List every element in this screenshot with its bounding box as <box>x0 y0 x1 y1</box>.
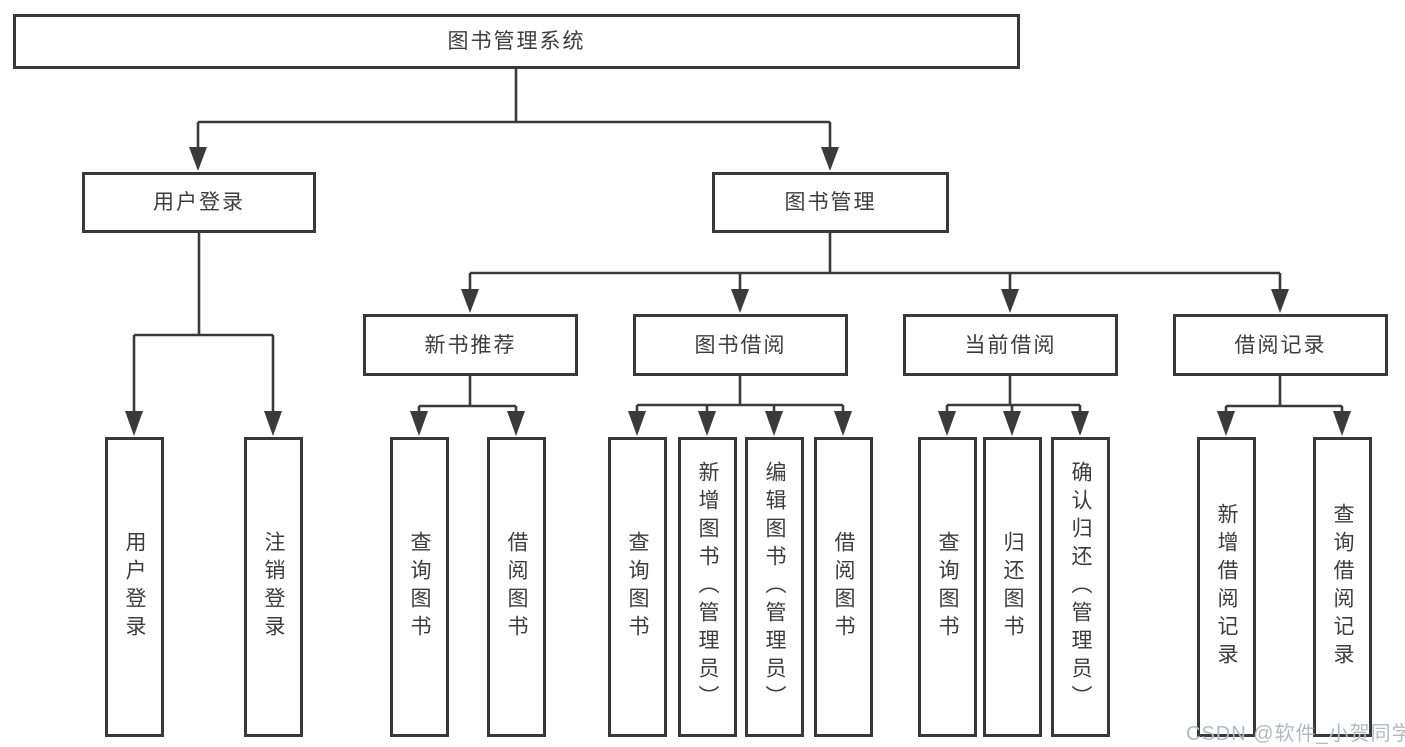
leaf-label: 查询图书 <box>408 531 431 643</box>
node-new-book: 新书推荐 <box>363 314 578 376</box>
leaf-label: 确认归还（管理员） <box>1069 461 1092 713</box>
leaf-label: 归还图书 <box>1001 531 1024 643</box>
arrowhead <box>1271 289 1289 313</box>
node-book-borrow: 图书借阅 <box>633 314 848 376</box>
node-user-login: 用户登录 <box>82 172 316 233</box>
leaf-query-book-2: 查询图书 <box>608 437 667 737</box>
edges-current-borrow <box>938 376 1089 436</box>
arrowhead <box>834 411 852 436</box>
node-root: 图书管理系统 <box>13 14 1020 69</box>
leaf-label: 借阅图书 <box>505 531 528 643</box>
leaf-label: 注销登录 <box>262 531 285 643</box>
leaf-return-book: 归还图书 <box>983 437 1042 737</box>
edges-book-mgmt <box>461 233 1289 313</box>
arrowhead <box>698 411 716 436</box>
arrowhead <box>125 411 143 436</box>
arrowhead <box>1333 411 1351 436</box>
arrowhead <box>410 411 428 436</box>
arrowhead <box>938 411 956 436</box>
leaf-edit-book-admin: 编辑图书（管理员） <box>745 437 804 737</box>
arrowhead <box>264 411 282 436</box>
node-borrow-records-label: 借阅记录 <box>1234 333 1327 357</box>
leaf-borrow-book-1: 借阅图书 <box>487 437 546 737</box>
leaf-label: 用户登录 <box>123 531 146 643</box>
arrowhead <box>461 289 479 313</box>
edges-borrow-records <box>1217 376 1351 436</box>
node-borrow-records: 借阅记录 <box>1173 314 1388 376</box>
node-user-login-label: 用户登录 <box>153 191 245 214</box>
edges-user-login <box>125 233 282 436</box>
leaf-query-book-1: 查询图书 <box>390 437 449 737</box>
leaf-add-borrow-record: 新增借阅记录 <box>1197 437 1256 737</box>
node-book-borrow-label: 图书借阅 <box>694 333 787 357</box>
arrowhead <box>821 147 839 171</box>
watermark: CSDN @软件_小贺同学 <box>1186 723 1405 745</box>
node-book-mgmt: 图书管理 <box>712 172 949 233</box>
arrowhead <box>189 147 207 171</box>
leaf-query-borrow-record: 查询借阅记录 <box>1313 437 1372 737</box>
leaf-label: 查询图书 <box>936 531 959 643</box>
edges-new-book <box>410 376 525 436</box>
arrowhead <box>731 289 749 313</box>
arrowhead <box>765 411 783 436</box>
leaf-label: 新增图书（管理员） <box>696 461 719 713</box>
arrowhead <box>1001 289 1019 313</box>
arrowhead <box>1217 411 1235 436</box>
node-book-mgmt-label: 图书管理 <box>784 191 877 214</box>
leaf-user-login: 用户登录 <box>105 437 164 737</box>
leaf-confirm-return-admin: 确认归还（管理员） <box>1051 437 1110 737</box>
node-current-borrow-label: 当前借阅 <box>964 333 1057 357</box>
edges-book-borrow <box>628 376 852 436</box>
leaf-label: 新增借阅记录 <box>1215 503 1238 671</box>
leaf-label: 查询借阅记录 <box>1331 503 1354 671</box>
node-new-book-label: 新书推荐 <box>424 333 517 357</box>
arrowhead <box>628 411 646 436</box>
edges-root <box>189 68 839 171</box>
node-root-label: 图书管理系统 <box>447 30 586 53</box>
arrowhead <box>507 411 525 436</box>
arrowhead <box>1071 411 1089 436</box>
arrowhead <box>1003 411 1021 436</box>
leaf-logout: 注销登录 <box>244 437 303 737</box>
leaf-query-book-3: 查询图书 <box>918 437 977 737</box>
leaf-label: 借阅图书 <box>832 531 855 643</box>
node-current-borrow: 当前借阅 <box>903 314 1118 376</box>
leaf-label: 查询图书 <box>626 531 649 643</box>
leaf-add-book-admin: 新增图书（管理员） <box>678 437 737 737</box>
leaf-label: 编辑图书（管理员） <box>763 461 786 713</box>
leaf-borrow-book-2: 借阅图书 <box>814 437 873 737</box>
